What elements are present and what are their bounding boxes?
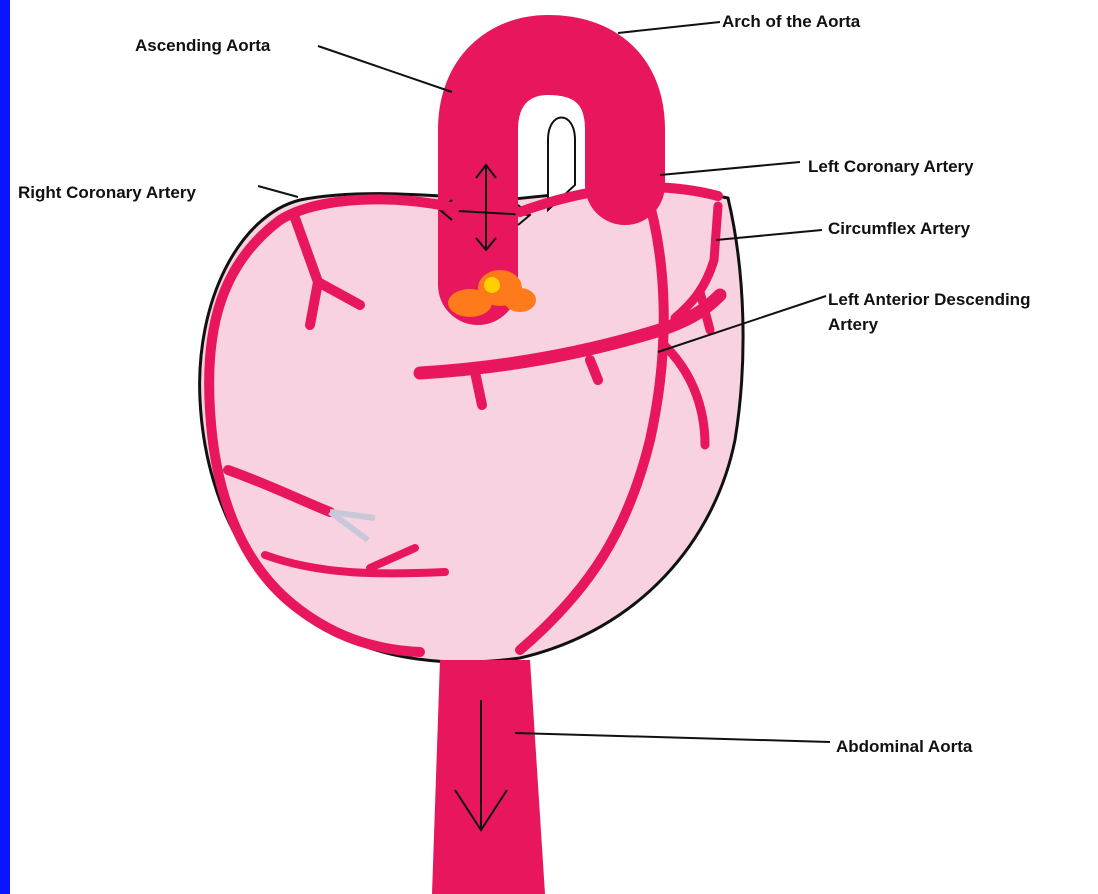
label-left-coronary-artery: Left Coronary Artery: [808, 157, 974, 176]
label-lad-line2: Artery: [828, 315, 879, 334]
label-ascending-aorta: Ascending Aorta: [135, 36, 271, 55]
label-lad-line1: Left Anterior Descending: [828, 290, 1030, 309]
label-arch-of-aorta: Arch of the Aorta: [722, 12, 861, 31]
label-right-coronary-artery: Right Coronary Artery: [18, 183, 196, 202]
label-abdominal-aorta: Abdominal Aorta: [836, 737, 973, 756]
abdominal-aorta: [432, 660, 545, 894]
label-circumflex-artery: Circumflex Artery: [828, 219, 971, 238]
